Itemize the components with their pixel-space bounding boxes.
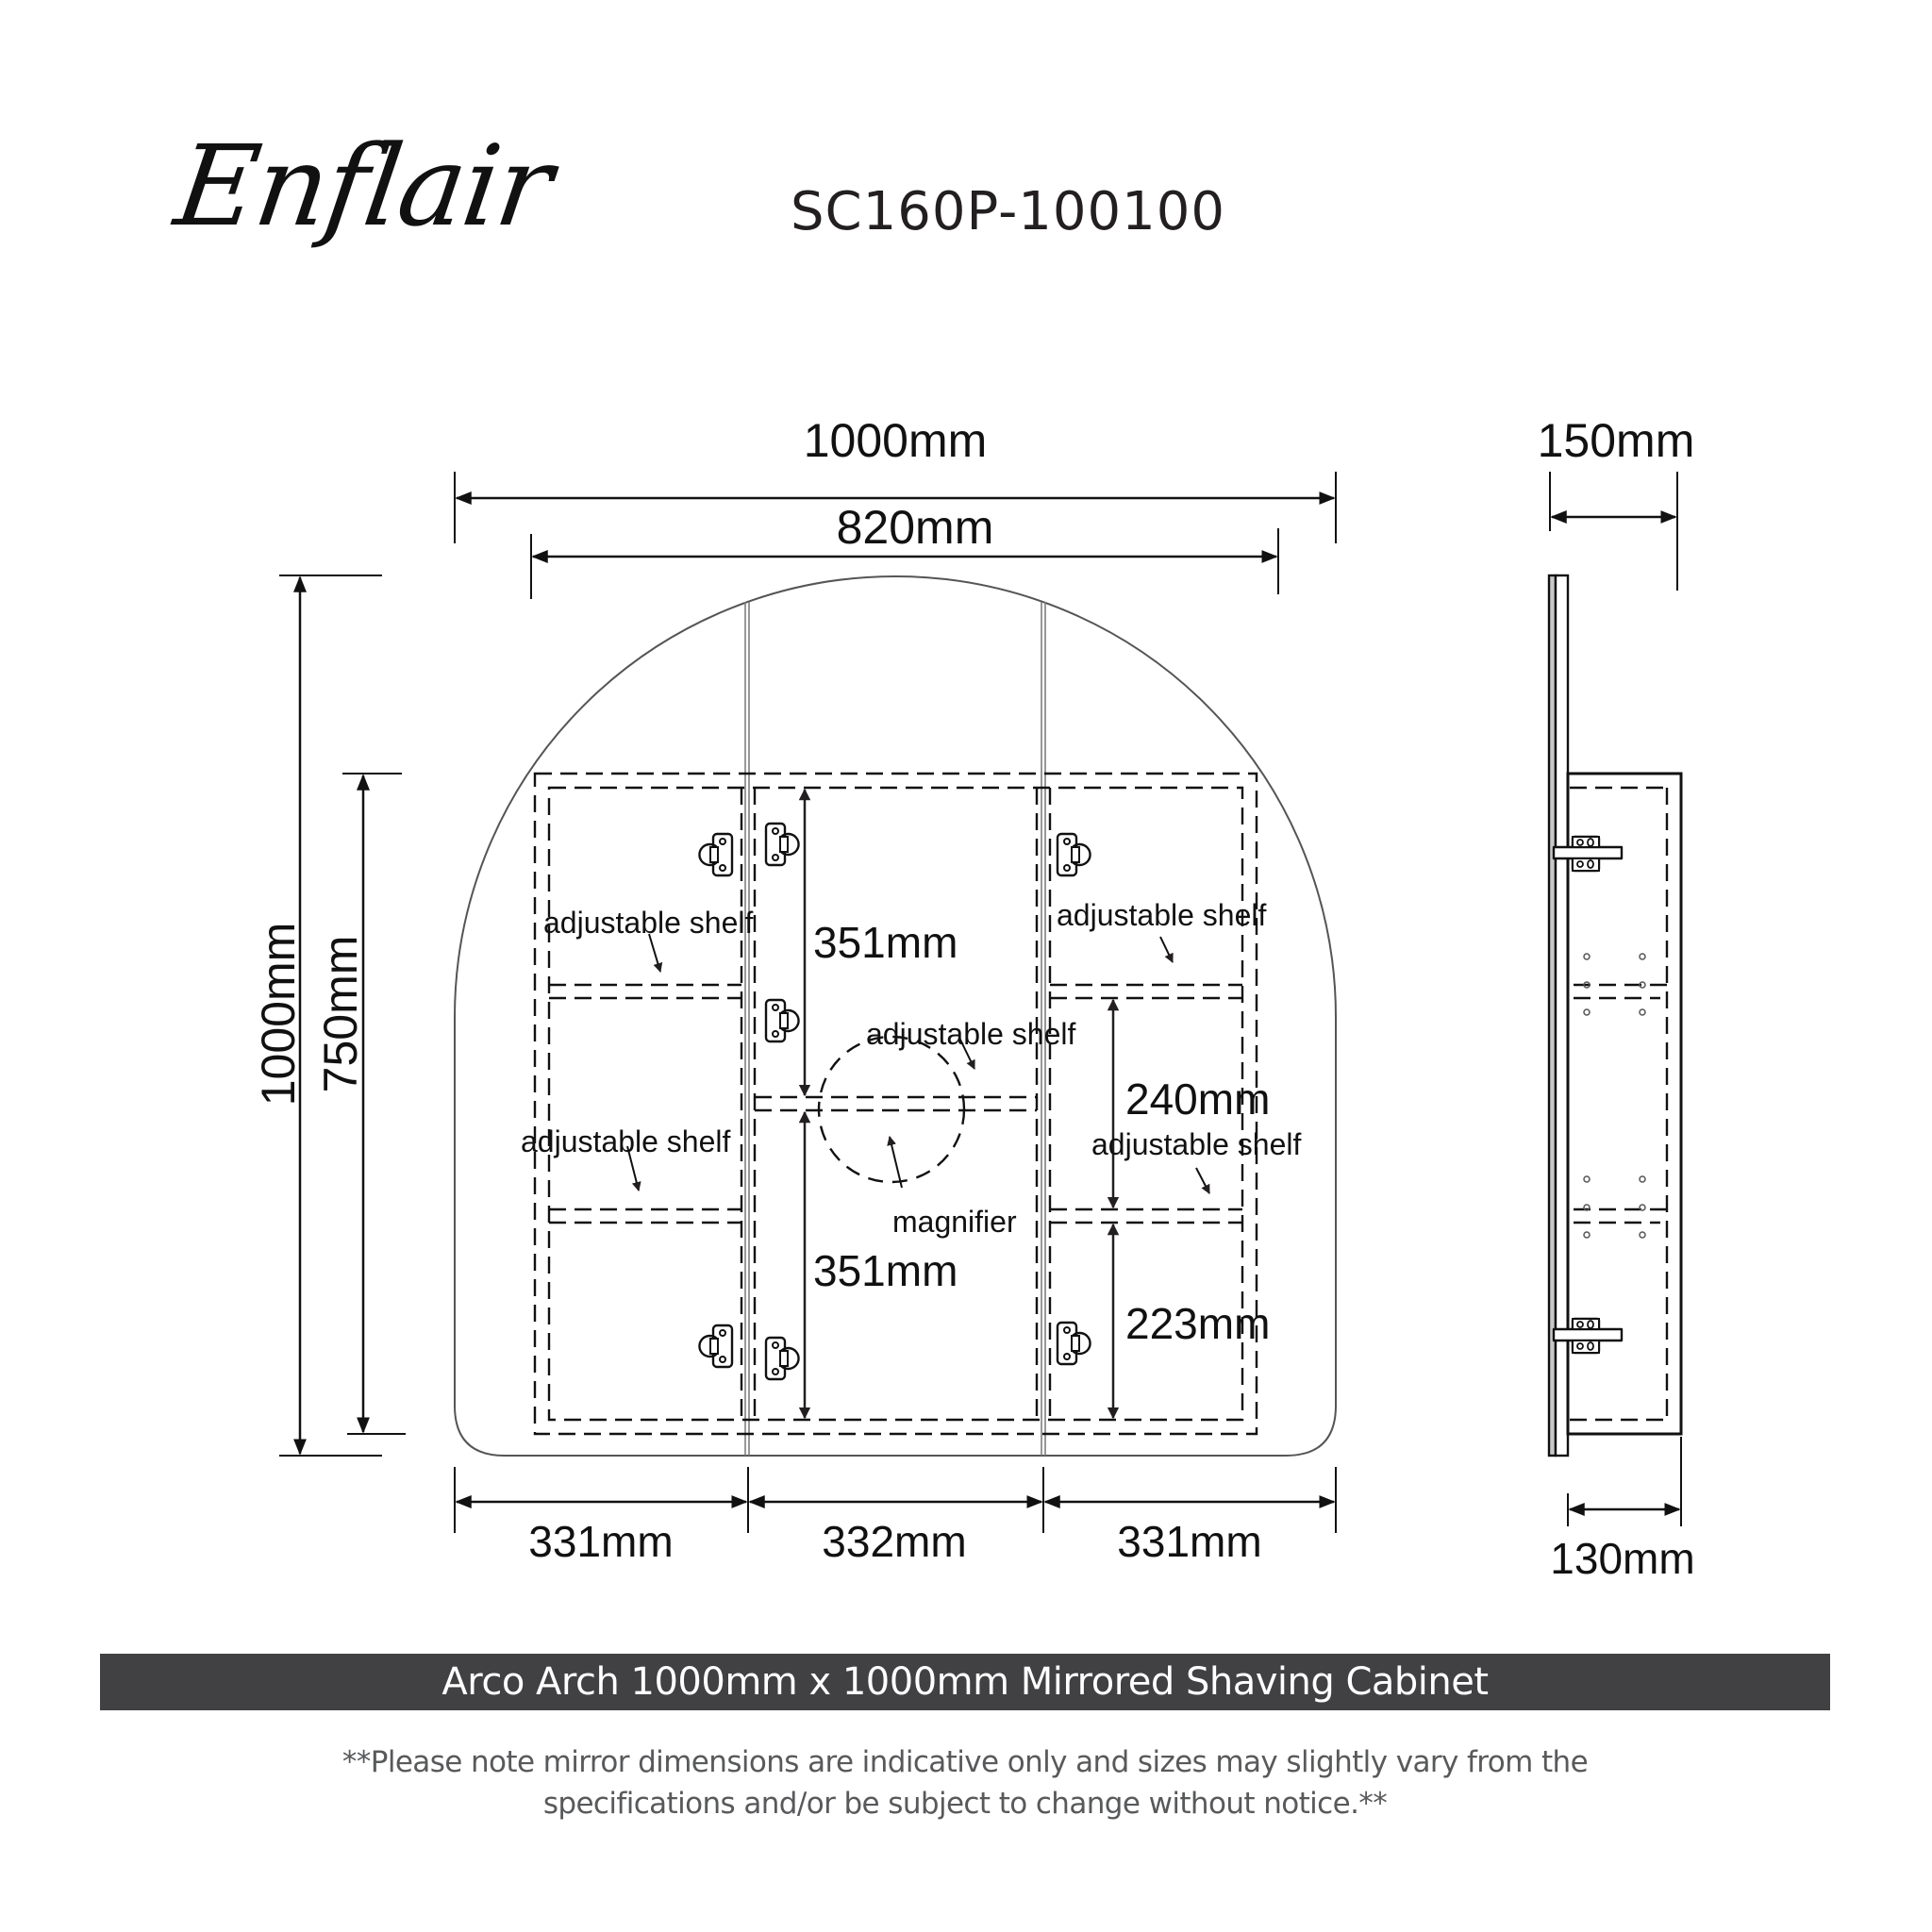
door-dividers bbox=[744, 602, 1046, 1456]
door-width-dimensions bbox=[454, 1467, 1337, 1533]
overall-height-dimension bbox=[279, 575, 382, 1457]
center-door-width-label: 332mm bbox=[822, 1517, 966, 1566]
cabinet-width-dimension bbox=[530, 528, 1279, 599]
cabinet-height-dimension bbox=[342, 773, 406, 1435]
center-shelf-label: adjustable shelf bbox=[866, 1017, 1075, 1051]
center-upper-height-label: 351mm bbox=[813, 918, 958, 967]
overall-height-label: 1000mm bbox=[252, 923, 305, 1107]
overall-width-dimension bbox=[454, 472, 1337, 543]
disclaimer-line-1: **Please note mirror dimensions are indi… bbox=[341, 1745, 1589, 1779]
left-upper-shelf-label: adjustable shelf bbox=[543, 906, 753, 940]
label-arrows bbox=[626, 933, 1210, 1194]
right-upper-height-label: 240mm bbox=[1125, 1074, 1270, 1124]
right-upper-shelf-label: adjustable shelf bbox=[1057, 898, 1266, 932]
overall-width-label: 1000mm bbox=[804, 414, 988, 467]
cabinet-width-label: 820mm bbox=[837, 501, 994, 554]
left-door-width-label: 331mm bbox=[528, 1517, 673, 1566]
model-number: SC160P-100100 bbox=[791, 181, 1226, 242]
hinge-icons bbox=[698, 822, 1091, 1381]
cabinet-depth-label: 130mm bbox=[1550, 1534, 1694, 1583]
right-lower-shelf-label: adjustable shelf bbox=[1091, 1127, 1301, 1161]
center-lower-height-label: 351mm bbox=[813, 1246, 958, 1295]
right-lower-height-label: 223mm bbox=[1125, 1299, 1270, 1348]
product-title-banner: Arco Arch 1000mm x 1000mm Mirrored Shavi… bbox=[100, 1654, 1830, 1710]
disclaimer-line-2: specifications and/or be subject to chan… bbox=[542, 1787, 1388, 1821]
cabinet-hidden-lines bbox=[533, 772, 1258, 1436]
magnifier-label: magnifier bbox=[892, 1205, 1017, 1239]
product-title: Arco Arch 1000mm x 1000mm Mirrored Shavi… bbox=[441, 1660, 1489, 1704]
cabinet-height-label: 750mm bbox=[314, 936, 367, 1093]
side-view bbox=[1547, 472, 1683, 1526]
magnifier-circle bbox=[817, 1035, 966, 1184]
right-door-width-label: 331mm bbox=[1117, 1517, 1261, 1566]
overall-depth-label: 150mm bbox=[1538, 414, 1695, 467]
arch-mirror-outline bbox=[454, 575, 1337, 1457]
left-lower-shelf-label: adjustable shelf bbox=[521, 1124, 730, 1158]
disclaimer-note: **Please note mirror dimensions are indi… bbox=[100, 1741, 1830, 1824]
